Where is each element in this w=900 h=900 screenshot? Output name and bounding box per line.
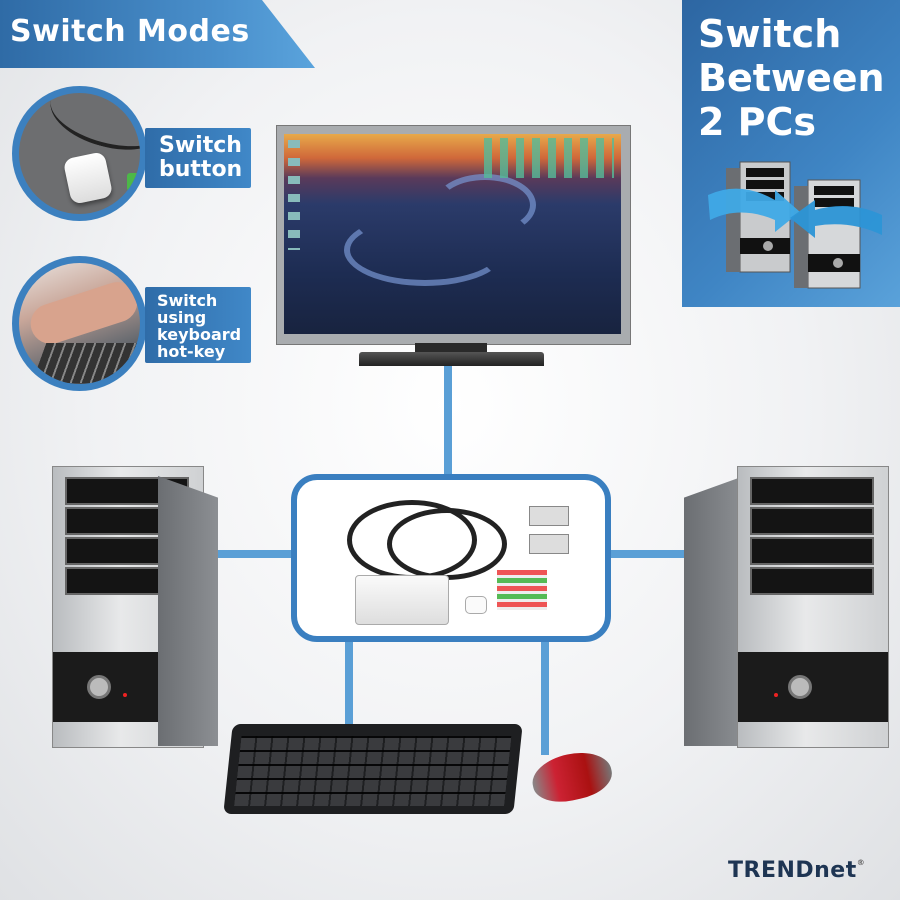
switch-button-label: Switch button bbox=[145, 128, 251, 188]
hotkey-line2: using bbox=[157, 308, 207, 327]
page-title: Switch Modes bbox=[10, 14, 250, 49]
hotkey-line3: keyboard bbox=[157, 325, 242, 344]
power-button-icon bbox=[788, 675, 812, 699]
river-graphic-2 bbox=[434, 174, 536, 236]
cable-icon bbox=[42, 93, 140, 162]
switch-button-line2: button bbox=[159, 157, 243, 182]
title-banner bbox=[0, 0, 315, 68]
feature-panel bbox=[682, 0, 900, 307]
remote-switch-icon bbox=[465, 596, 487, 614]
switch-puck-icon bbox=[62, 151, 114, 205]
desktop-icons-right bbox=[484, 138, 614, 178]
feature-panel-title: Switch Between 2 PCs bbox=[698, 12, 885, 144]
monitor-screen bbox=[284, 134, 621, 334]
brand-logo: TRENDnet® bbox=[728, 858, 865, 883]
left-pc-side bbox=[158, 476, 218, 746]
kvm-box-icon bbox=[355, 575, 449, 625]
river-graphic bbox=[344, 214, 506, 286]
hotkey-line4: hot-key bbox=[157, 342, 226, 361]
right-pc-tower bbox=[737, 466, 889, 748]
hand-icon bbox=[25, 276, 140, 350]
power-led bbox=[774, 693, 778, 697]
switch-button-line1: Switch bbox=[159, 133, 242, 158]
feature-line-1: Switch bbox=[698, 12, 842, 56]
registered-mark: ® bbox=[856, 858, 866, 867]
drive-bay bbox=[750, 537, 874, 565]
right-pc-side bbox=[684, 476, 744, 746]
drive-bay bbox=[750, 507, 874, 535]
switch-button-photo bbox=[12, 86, 147, 221]
dvi-connector-icon bbox=[529, 534, 569, 554]
keyboard-typing-photo bbox=[12, 256, 147, 391]
mouse bbox=[528, 746, 616, 808]
cable-loop-icon bbox=[387, 508, 507, 580]
connector-monitor bbox=[444, 364, 452, 476]
keys-icon bbox=[31, 343, 140, 383]
feature-line-2: Between bbox=[698, 56, 885, 100]
hotkey-line1: Switch bbox=[157, 291, 218, 310]
connector-mouse bbox=[541, 640, 549, 755]
drive-bay bbox=[750, 567, 874, 595]
two-pcs-swap-icon bbox=[700, 150, 890, 290]
keyboard bbox=[223, 724, 523, 814]
hotkey-label: Switch using keyboard hot-key bbox=[145, 287, 251, 363]
feature-line-3: 2 PCs bbox=[698, 100, 817, 144]
power-led bbox=[123, 693, 127, 697]
drive-bay bbox=[750, 477, 874, 505]
desktop-icons-left bbox=[288, 140, 300, 250]
kvm-switch-frame bbox=[291, 474, 611, 642]
connector-left-pc bbox=[214, 550, 294, 558]
power-button-icon bbox=[87, 675, 111, 699]
brand-name: TRENDnet bbox=[728, 858, 857, 883]
green-plug-icon bbox=[127, 173, 140, 191]
connector-right-pc bbox=[608, 550, 686, 558]
dvi-connector-icon bbox=[529, 506, 569, 526]
monitor-stand-base bbox=[359, 352, 544, 366]
front-panel-band bbox=[738, 652, 888, 722]
connector-keyboard bbox=[345, 640, 353, 730]
keys-icon bbox=[234, 736, 512, 806]
audio-plugs-icon bbox=[497, 570, 547, 610]
